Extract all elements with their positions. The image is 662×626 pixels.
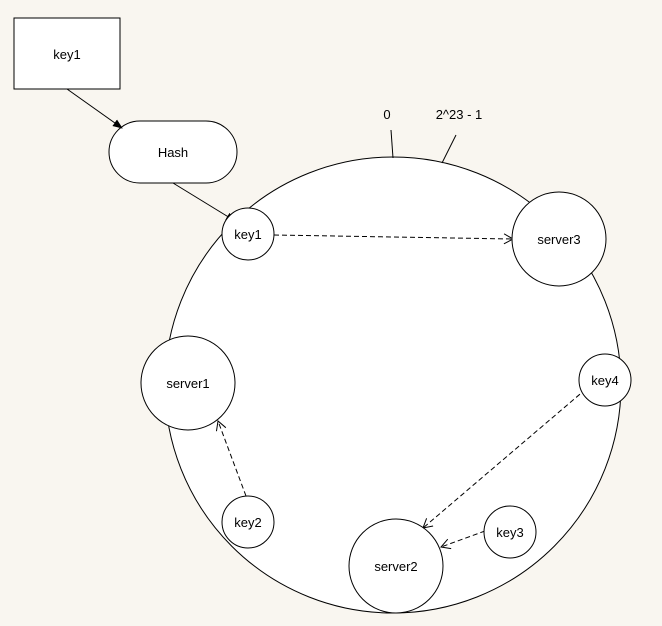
key4-node (578, 353, 632, 407)
key1-node-label: key1 (234, 227, 261, 242)
key3-node (483, 505, 537, 559)
key2-to-server1-arrow (215, 420, 247, 497)
server2-node (348, 518, 444, 614)
input-key-label: key1 (53, 47, 80, 62)
ring-start-label: 0 (383, 107, 390, 122)
input-key-box (13, 17, 121, 90)
ring-end-tick (441, 134, 457, 164)
key2-node (221, 495, 275, 549)
key1-node (221, 207, 275, 261)
ring-end-label: 2^23 - 1 (436, 107, 483, 122)
key4-to-server2-arrow (422, 388, 587, 529)
ring-start-tick (390, 129, 394, 159)
key3-node-label: key3 (496, 525, 523, 540)
server1-node (140, 335, 236, 431)
server1-node-label: server1 (166, 376, 209, 391)
server3-node-label: server3 (537, 232, 580, 247)
server3-node (511, 191, 607, 287)
hash-label: Hash (158, 145, 188, 160)
key-to-hash-arrow (66, 88, 123, 129)
hash-to-ring-arrow (172, 182, 236, 222)
key2-node-label: key2 (234, 515, 261, 530)
key4-node-label: key4 (591, 373, 618, 388)
server2-node-label: server2 (374, 559, 417, 574)
